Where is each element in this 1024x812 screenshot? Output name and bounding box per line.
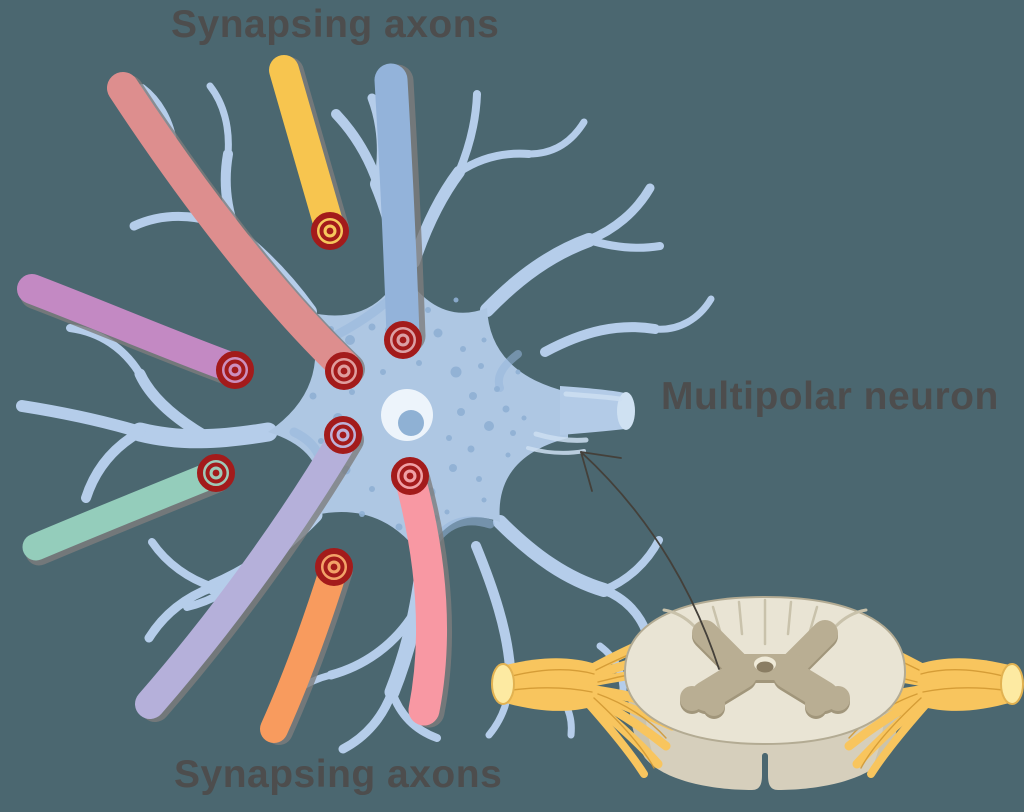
synapsing-axons — [17, 55, 453, 745]
synapse-marker-pink — [391, 457, 429, 495]
synapse-marker-orange — [315, 548, 353, 586]
cord-grooves — [662, 598, 868, 646]
synapse-marker-yellow — [311, 212, 349, 250]
axon-teal — [22, 460, 231, 566]
nucleolus — [398, 410, 424, 436]
synapse-marker-teal — [197, 454, 235, 492]
central-canal — [756, 661, 774, 673]
synapse-marker-salmon — [325, 352, 363, 390]
synapse-marker-blue — [384, 321, 422, 359]
spinal-cord — [491, 595, 1023, 790]
label-multipolar-neuron: Multipolar neuron — [661, 375, 999, 418]
axon-salmon — [107, 72, 365, 385]
axon-orange — [260, 554, 353, 745]
synapse-marker-lavender — [324, 416, 362, 454]
axon-pink — [394, 462, 453, 728]
arrow-to-neuron — [580, 451, 720, 670]
axon-blue — [374, 63, 426, 353]
axon-cut-end — [617, 392, 635, 430]
label-synapsing-axons-bottom: Synapsing axons — [174, 753, 503, 796]
synapse-markers — [197, 212, 429, 586]
gray-matter — [680, 620, 850, 716]
axon-yellow — [269, 55, 349, 243]
axon-purple — [17, 274, 251, 388]
nerve-trunk — [502, 658, 596, 711]
synapse-marker-purple — [216, 351, 254, 389]
nerve-cut-end — [491, 663, 515, 705]
axon-lavender — [135, 422, 364, 722]
label-synapsing-axons-top: Synapsing axons — [171, 3, 500, 46]
neuron-axon — [526, 386, 635, 455]
